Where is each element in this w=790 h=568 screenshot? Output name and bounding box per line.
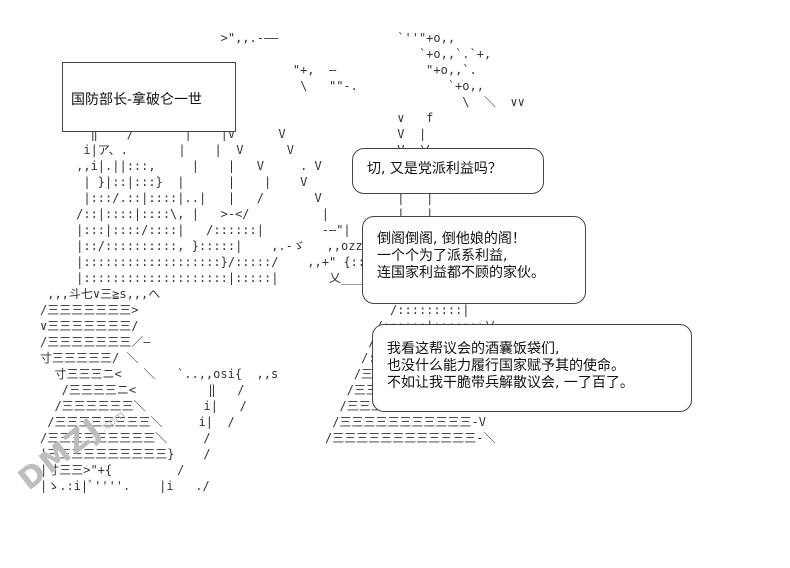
bubble-3-line-2: 也没什么能力履行国家赋予其的使命。: [387, 358, 625, 374]
caption-box: 国防部长-拿破仑一世: [62, 62, 236, 132]
bubble-2-line-2: 一个个为了派系利益,: [377, 248, 508, 264]
bubble-3-line-1: 我看这帮议会的酒囊饭袋们,: [387, 341, 560, 357]
bubble-1-line-1: 切, 又是党派利益吗？: [367, 161, 502, 177]
bubble-2-line-3: 连国家利益都不顾的家伙。: [377, 265, 545, 281]
speech-bubble-3: 我看这帮议会的酒囊饭袋们, 也没什么能力履行国家赋予其的使命。 不如让我干脆带兵…: [372, 324, 692, 412]
bubble-2-line-1: 倒阁倒阁, 倒他娘的阁！: [377, 231, 526, 247]
speech-bubble-1: 切, 又是党派利益吗？: [352, 148, 544, 194]
bubble-3-line-3: 不如让我干脆带兵解散议会, 一了百了。: [387, 375, 634, 391]
ascii-art-left: >",,.-―― "+, ― \ ""-. ‖ / | |V V i|ア、. |…: [40, 31, 423, 493]
speech-bubble-2: 倒阁倒阁, 倒他娘的阁！ 一个个为了派系利益, 连国家利益都不顾的家伙。: [362, 216, 586, 304]
caption-text: 国防部长-拿破仑一世: [71, 92, 203, 108]
